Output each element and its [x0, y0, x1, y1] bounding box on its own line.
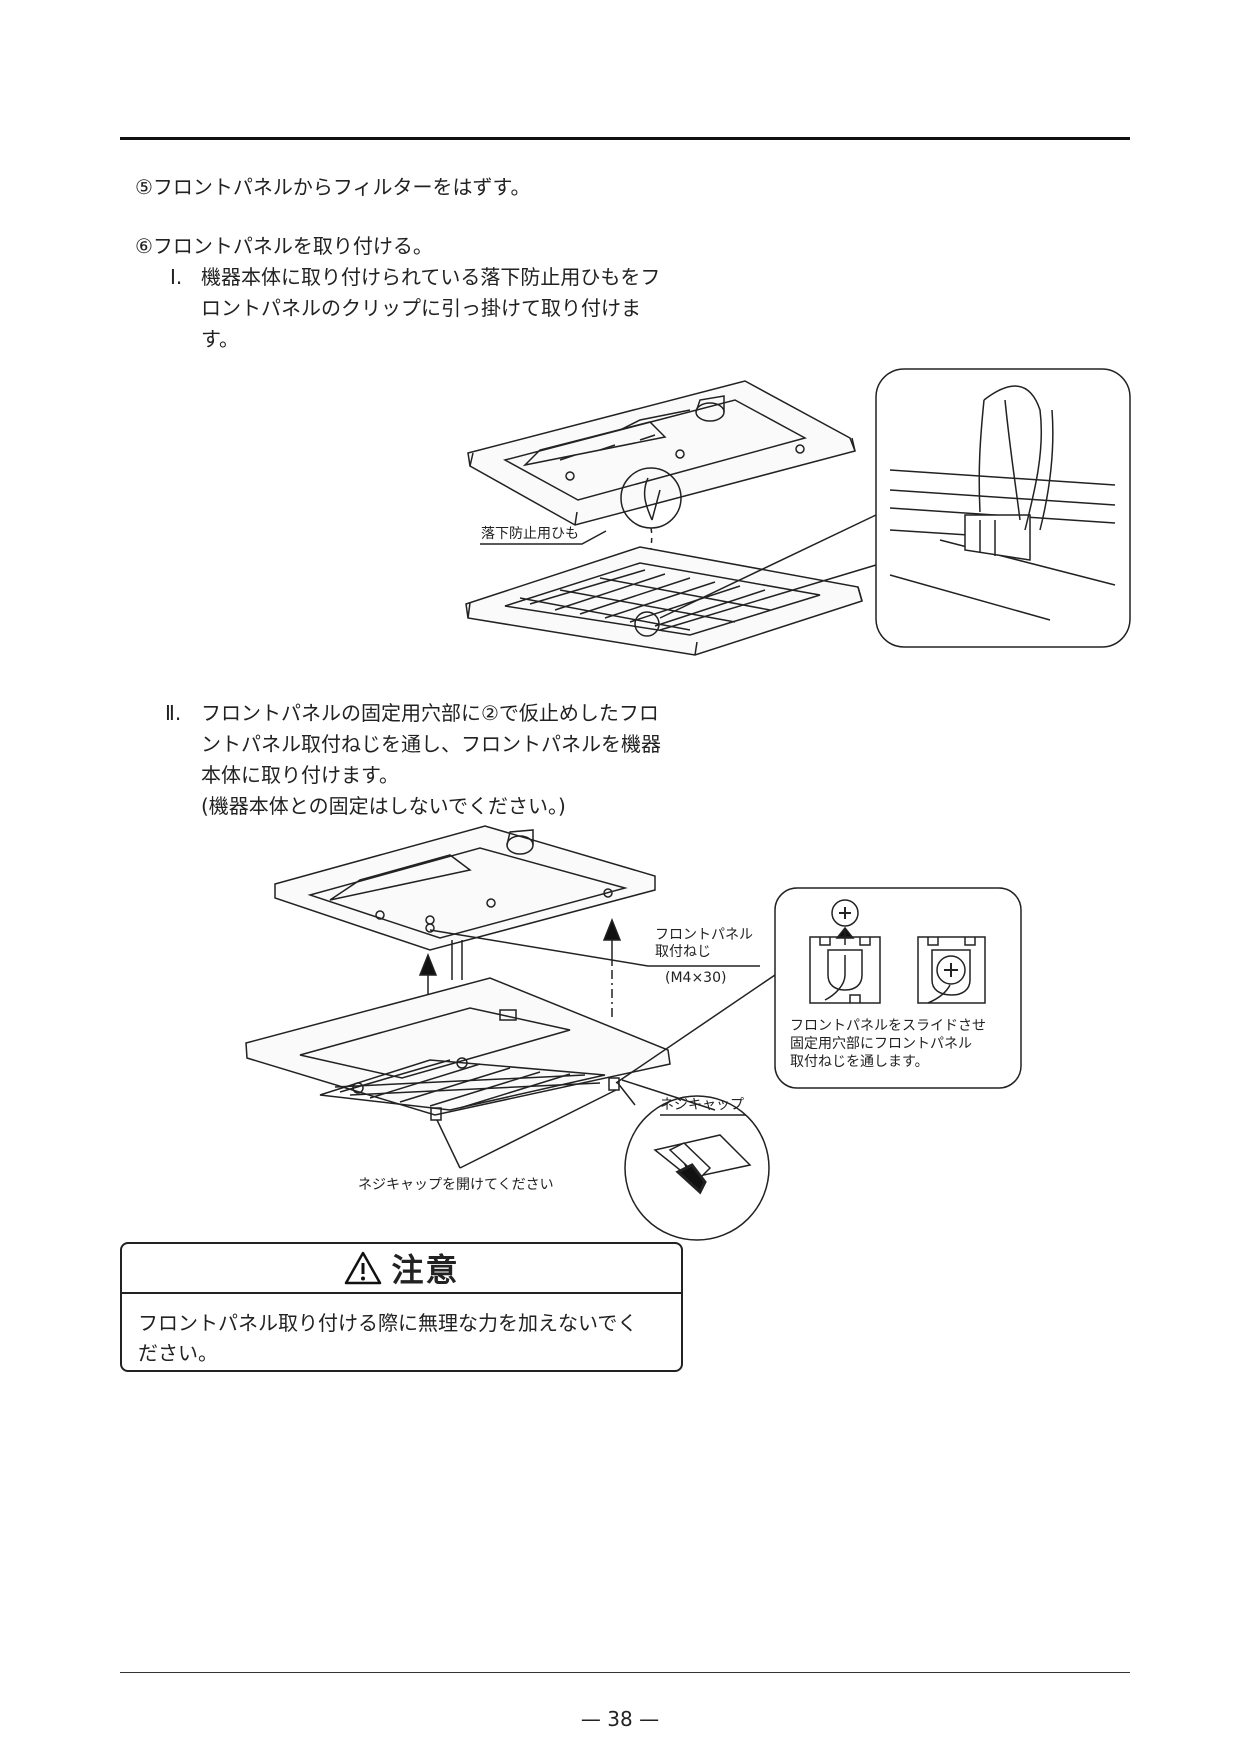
sub-step-1-line: す。: [201, 327, 239, 351]
open-cap-caption: ネジキャップを開けてください: [358, 1177, 554, 1193]
caution-header: 注意: [122, 1244, 681, 1294]
cap-label: ネジキャップ: [660, 1097, 744, 1113]
sub-step-2-line: フロントパネルの固定用穴部に②で仮止めしたフロ: [201, 701, 659, 725]
sub-step-2-line: ントパネル取付ねじを通し、フロントパネルを機器: [201, 732, 661, 756]
caution-body: フロントパネル取り付ける際に無理な力を加えないでく ださい。: [122, 1294, 681, 1368]
screw-size-label: (M4×30): [665, 970, 727, 986]
screw-label-line: 取付ねじ: [655, 944, 711, 960]
screw-label-line: フロントパネル: [655, 927, 753, 943]
step-6: ⑥フロントパネルを取り付ける。: [135, 234, 433, 258]
step-5: ⑤フロントパネルからフィルターをはずす。: [135, 175, 531, 199]
sub-step-2-line: (機器本体との固定はしないでください。): [201, 794, 566, 818]
caution-line: フロントパネル取り付ける際に無理な力を加えないでく: [138, 1311, 638, 1335]
sub-step-1-line: ロントパネルのクリップに引っ掛けて取り付けま: [201, 296, 641, 320]
warning-icon: [345, 1251, 382, 1285]
caution-line: ださい。: [138, 1341, 218, 1365]
footer-rule: [120, 1672, 1130, 1673]
caution-box: 注意 フロントパネル取り付ける際に無理な力を加えないでく ださい。: [120, 1242, 683, 1372]
sub-step-1-marker: Ⅰ.: [170, 265, 183, 289]
slide-note-line: 固定用穴部にフロントパネル: [790, 1036, 972, 1052]
sub-step-2-line: 本体に取り付けます。: [201, 763, 399, 787]
slide-note-line: 取付ねじを通します。: [790, 1054, 929, 1070]
string-label: 落下防止用ひも: [481, 526, 579, 542]
header-rule: [120, 137, 1130, 140]
sub-step-2-marker: Ⅱ.: [165, 701, 182, 725]
sub-step-1-line: 機器本体に取り付けられている落下防止用ひもをフ: [201, 265, 661, 289]
page-number: — 38 —: [580, 1707, 660, 1731]
slide-note-line: フロントパネルをスライドさせ: [790, 1018, 986, 1034]
caution-title: 注意: [391, 1251, 460, 1289]
